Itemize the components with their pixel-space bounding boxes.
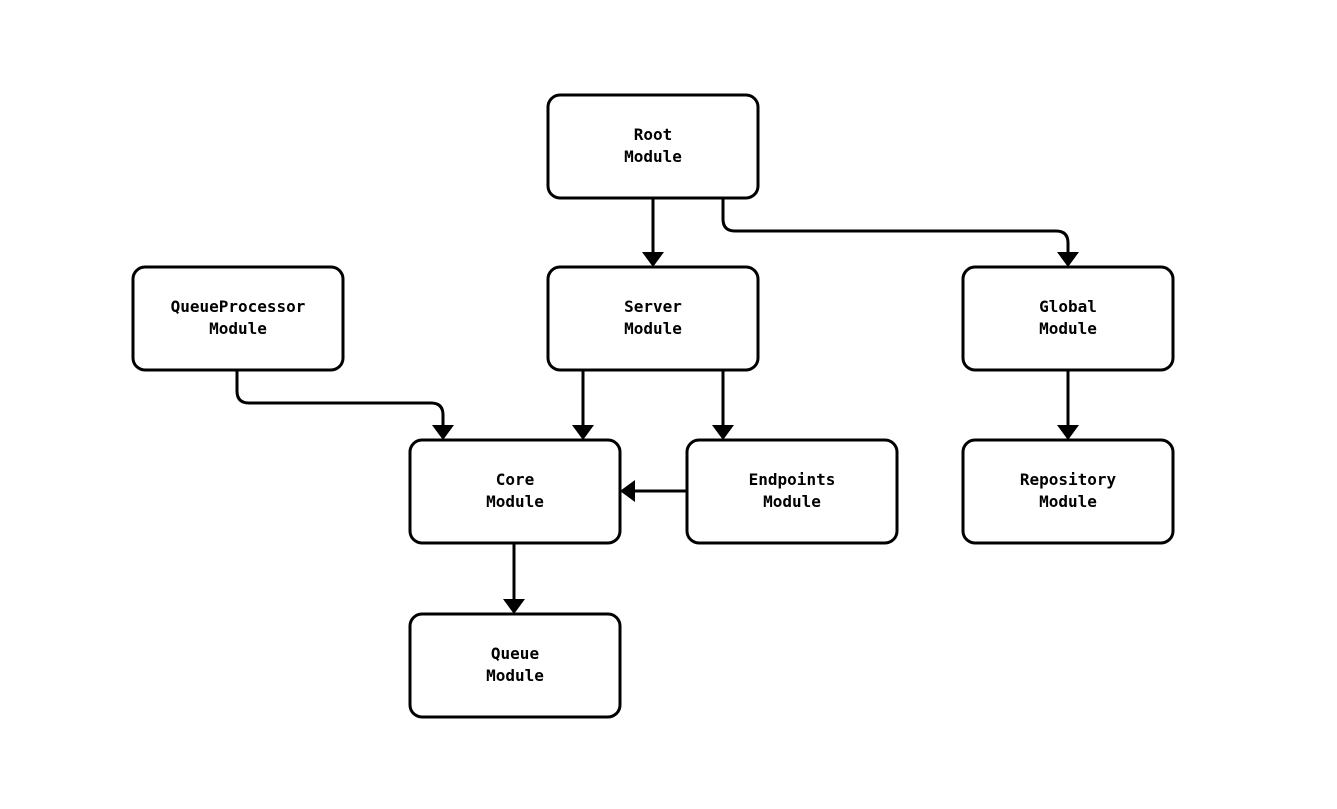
edge-root-to-global: [721, 198, 1079, 267]
edge-global-to-repository: [1057, 370, 1079, 440]
node-label-line1: Core: [496, 470, 535, 489]
arrow-head-icon: [620, 480, 635, 502]
node-label-line2: Module: [1039, 492, 1097, 511]
edge-server-to-core: [572, 370, 594, 440]
arrow-head-icon: [642, 252, 664, 267]
arrow-head-icon: [1057, 425, 1079, 440]
node-label-line2: Module: [763, 492, 821, 511]
edges-layer: [235, 198, 1079, 614]
edge-core-to-queue: [503, 543, 525, 614]
node-box[interactable]: [546, 93, 760, 200]
node-box[interactable]: [961, 265, 1175, 372]
edge-line: [235, 370, 445, 426]
edge-server-to-endpoints: [712, 370, 734, 440]
edge-endpoints-to-core: [620, 480, 687, 502]
arrow-head-icon: [503, 599, 525, 614]
arrow-head-icon: [572, 425, 594, 440]
arrow-head-icon: [432, 425, 454, 440]
node-box[interactable]: [546, 265, 760, 372]
node-label-line1: Global: [1039, 297, 1097, 316]
node-label-line2: Module: [209, 319, 267, 338]
node-label-line1: Root: [634, 125, 673, 144]
node-label-line1: Server: [624, 297, 682, 316]
node-box[interactable]: [685, 438, 899, 545]
node-label-line2: Module: [486, 492, 544, 511]
edge-root-to-server: [642, 198, 664, 267]
node-label-line2: Module: [624, 319, 682, 338]
node-box[interactable]: [961, 438, 1175, 545]
arrow-head-icon: [712, 425, 734, 440]
nodes-layer: RootModuleQueueProcessorModuleServerModu…: [131, 93, 1175, 719]
node-label-line2: Module: [624, 147, 682, 166]
edge-queueprocessor-to-core: [235, 370, 454, 440]
node-label-line2: Module: [1039, 319, 1097, 338]
node-label-line1: Queue: [491, 644, 539, 663]
node-box[interactable]: [131, 265, 345, 372]
node-label-line1: Endpoints: [749, 470, 836, 489]
node-label-line2: Module: [486, 666, 544, 685]
node-label-line1: Repository: [1020, 470, 1117, 489]
node-box[interactable]: [408, 612, 622, 719]
edge-line: [721, 198, 1070, 253]
node-box[interactable]: [408, 438, 622, 545]
arrow-head-icon: [1057, 252, 1079, 267]
node-label-line1: QueueProcessor: [171, 297, 306, 316]
